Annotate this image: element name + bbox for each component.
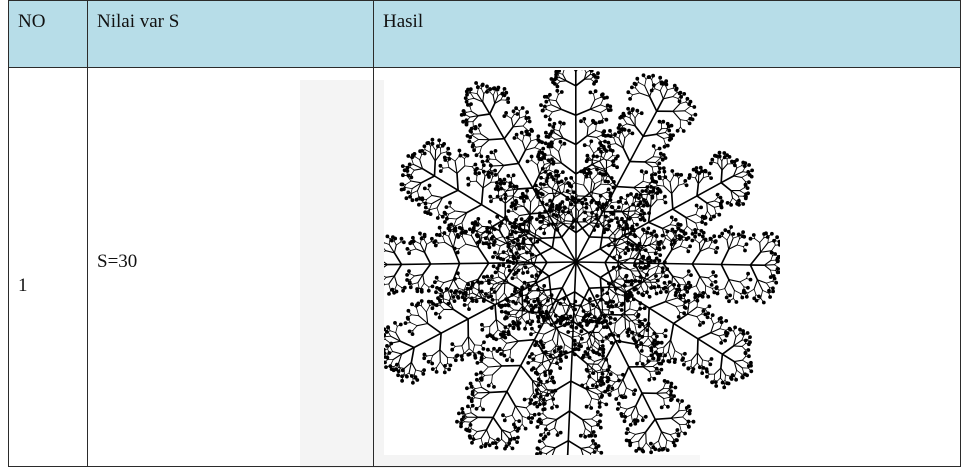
fractal-tree-drawing: [384, 70, 780, 455]
header-no: NO: [18, 11, 46, 32]
fractal-tree-image: [384, 70, 780, 455]
row-value: S=30: [97, 251, 138, 272]
header-result: Hasil: [383, 11, 424, 32]
header-var: Nilai var S: [97, 11, 180, 32]
table-header-row: NO Nilai var S Hasil: [8, 0, 961, 68]
row-result-cell: [373, 67, 961, 467]
row-no-cell: 1: [8, 67, 88, 467]
table-row: 1 S=30: [8, 67, 961, 467]
header-var-cell: Nilai var S: [87, 0, 374, 68]
header-result-cell: Hasil: [373, 0, 961, 68]
header-no-cell: NO: [8, 0, 88, 68]
fractal-branches: [384, 70, 780, 455]
row-number: 1: [18, 275, 28, 296]
result-table: NO Nilai var S Hasil 1 S=30: [8, 0, 961, 467]
row-value-cell: S=30: [87, 67, 374, 467]
